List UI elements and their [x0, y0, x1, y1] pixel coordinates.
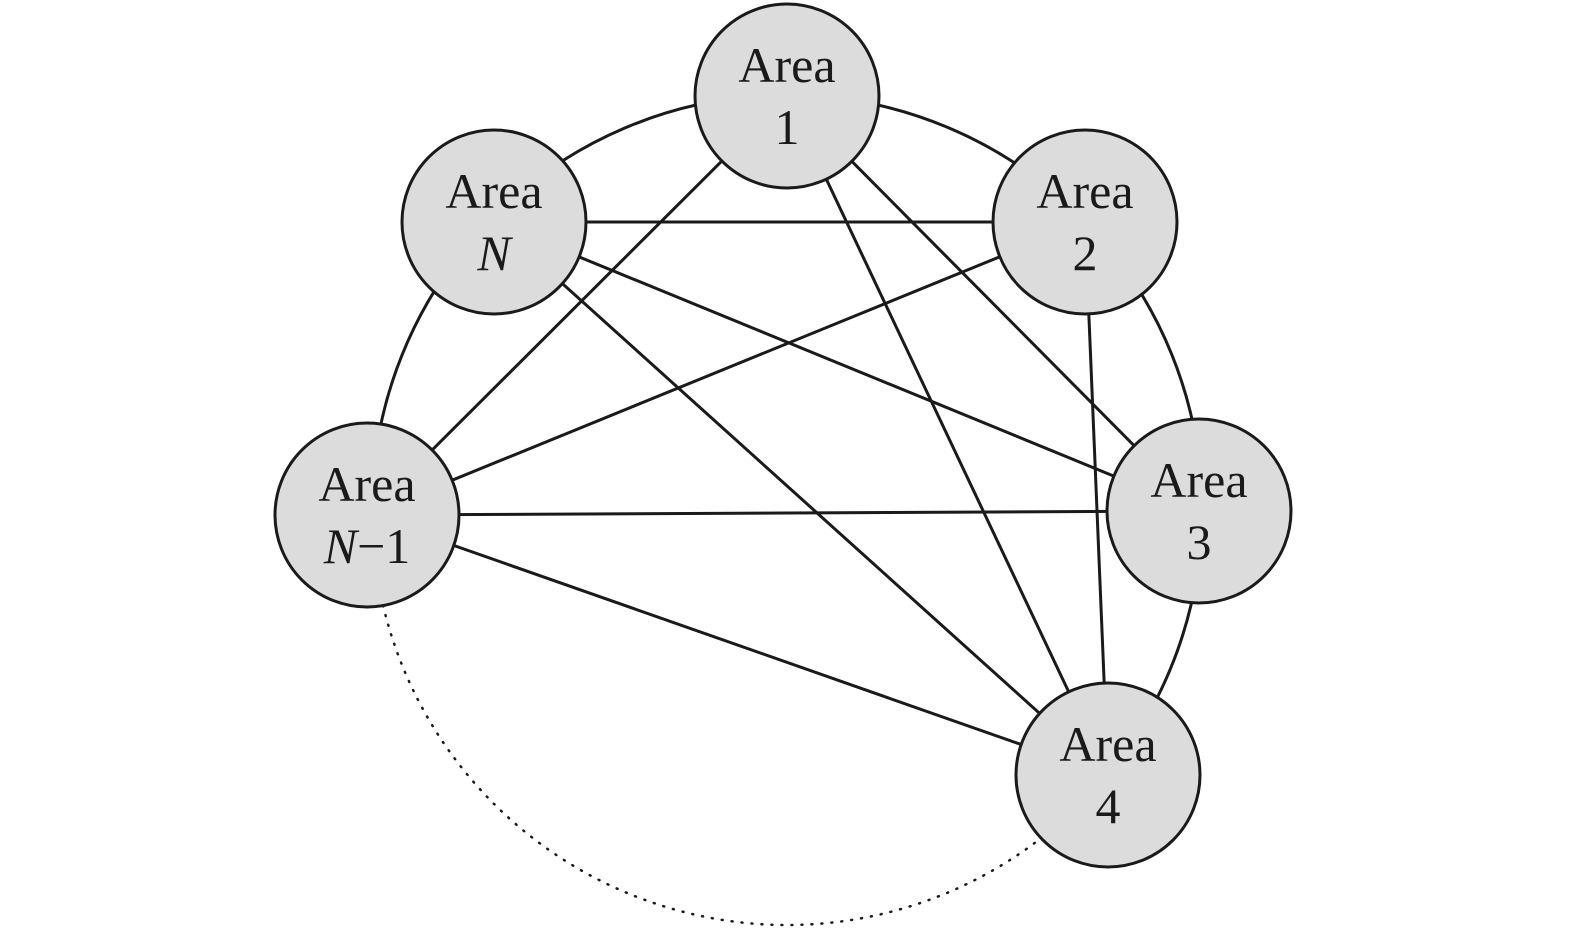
node-label-line2: 2 [1073, 225, 1098, 281]
node-label-line1: Area [1059, 716, 1156, 772]
node-area-1: Area 1 [693, 2, 881, 190]
node-label-line2: 1 [775, 99, 800, 155]
node-area-4: Area 4 [1014, 681, 1202, 869]
edge-area-1-area-4 [785, 95, 1110, 776]
node-area-2: Area 2 [991, 128, 1179, 316]
node-label-line2: 3 [1187, 514, 1212, 570]
node-label-italic: N [323, 518, 360, 574]
node-label-line2: N [476, 225, 513, 281]
node-label-number: 3 [1187, 514, 1212, 570]
node-label-number: 2 [1073, 225, 1098, 281]
node-label-line1: Area [1150, 452, 1247, 508]
edge-area-n-1-area-3 [366, 509, 1200, 517]
node-label-line2: N−1 [323, 518, 411, 574]
node-circle-area-4 [1014, 681, 1202, 869]
node-label-line1: Area [445, 163, 542, 219]
edge-area-n-1-area-4 [366, 513, 1109, 777]
node-circle-area-n [400, 128, 588, 316]
node-label-number: 4 [1096, 778, 1121, 834]
edge-area-1-area-3 [785, 94, 1201, 513]
node-circle-area-1 [693, 2, 881, 190]
node-label-number: −1 [357, 518, 410, 574]
node-circle-area-2 [991, 128, 1179, 316]
node-label-line2: 4 [1096, 778, 1121, 834]
dotted-ring-edge-area-4-area-n-1 [370, 513, 1109, 927]
edge-area-n-area-4 [492, 220, 1110, 777]
node-label-italic: N [476, 225, 513, 281]
node-label-line1: Area [738, 37, 835, 93]
node-circle-area-3 [1105, 417, 1293, 605]
node-label-number: 1 [775, 99, 800, 155]
node-label-line1: Area [1036, 163, 1133, 219]
node-area-3: Area 3 [1105, 417, 1293, 605]
edge-area-1-area-n-1 [365, 94, 789, 517]
node-circle-area-n-1 [273, 421, 461, 609]
edge-area-2-area-n-1 [366, 220, 1086, 517]
node-label-line1: Area [318, 456, 415, 512]
